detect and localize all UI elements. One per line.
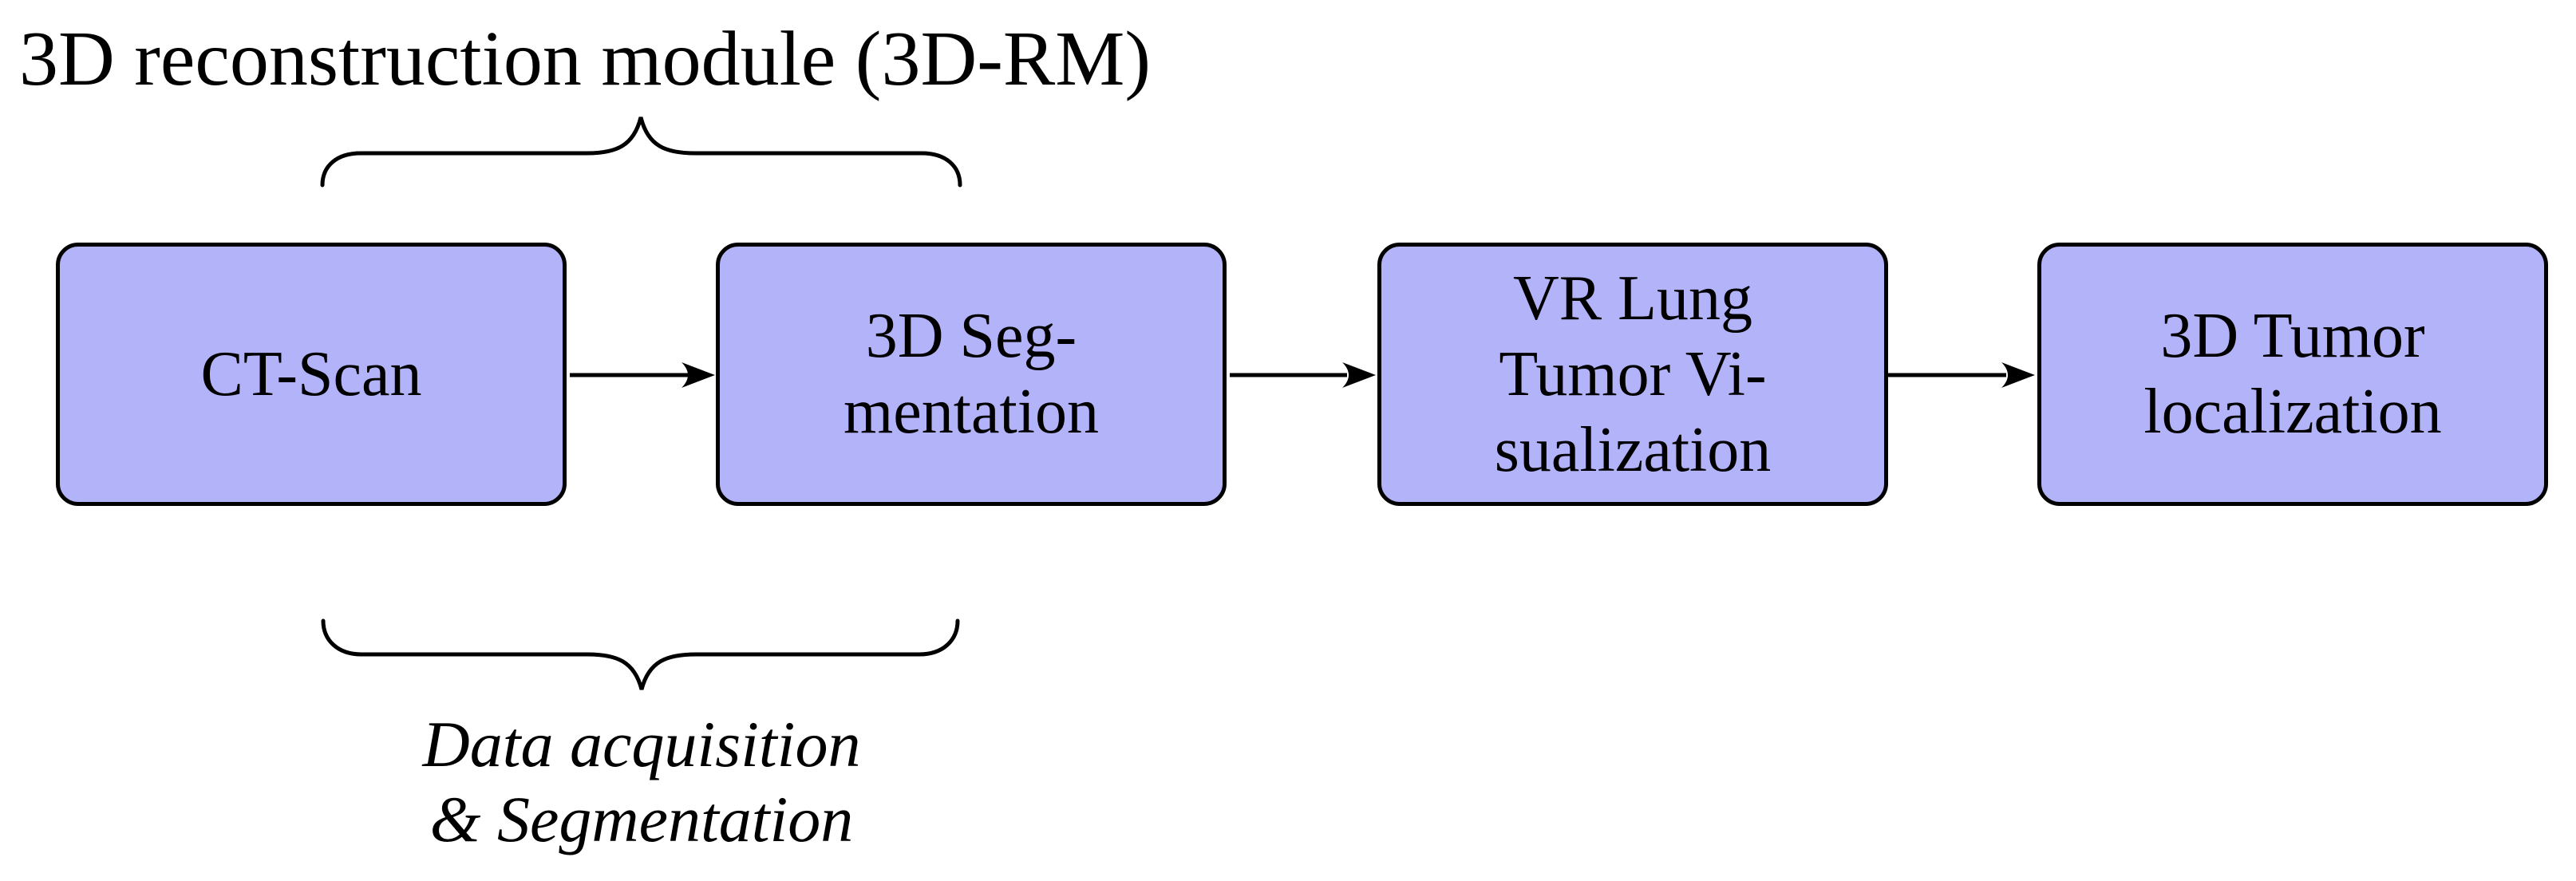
under-brace [321,618,960,690]
caption-line-2: & Segmentation [429,783,854,855]
arrow-vr-to-localization [1888,362,2035,388]
box-label-line: Tumor Vi- [1499,338,1767,409]
box-label-line: 3D Seg- [865,301,1077,371]
arrow-ctscan-to-segmentation [570,362,715,388]
flow-box-3d-tumor-localization: 3D Tumor localization [2037,243,2548,506]
caption-line-1: Data acquisition [422,708,861,780]
box-label-line: VR Lung [1513,263,1752,334]
diagram-title: 3D reconstruction module (3D-RM) [19,16,1151,102]
box-label-line: sualization [1494,414,1772,485]
flow-box-3d-segmentation: 3D Seg- mentation [716,243,1227,506]
flow-box-ct-scan: CT-Scan [56,243,567,506]
box-label-line: localization [2143,377,2442,447]
box-label-line: CT-Scan [200,338,422,409]
box-label-line: mentation [844,377,1099,447]
box-label-line: 3D Tumor [2160,301,2425,371]
flow-box-vr-lung-tumor-visualization: VR Lung Tumor Vi- sualization [1377,243,1888,506]
over-brace [320,117,962,188]
under-brace-caption: Data acquisition & Segmentation [322,707,961,857]
arrow-segmentation-to-vr [1230,362,1376,388]
